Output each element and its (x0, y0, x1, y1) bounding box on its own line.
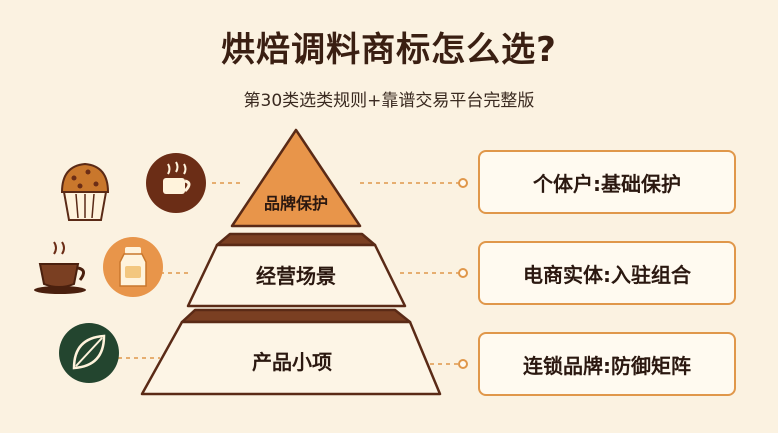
milk-bottle-icon (103, 237, 163, 297)
coffee-cup-icon (146, 153, 206, 213)
pyramid-level-3-label: 产品小项 (252, 350, 332, 374)
steaming-mug-icon (34, 241, 86, 294)
card-ecommerce: 电商实体:入驻组合 (478, 241, 736, 305)
pyramid-level-2 (186, 243, 407, 308)
pyramid-level-2-label: 经营场景 (256, 264, 336, 288)
pyramid-level-1-label: 品牌保护 (264, 194, 328, 213)
page-subtitle: 第30类选类规则+靠谱交易平台完整版 (243, 91, 535, 111)
page-title: 烘焙调料商标怎么选? (221, 30, 557, 70)
card-individual-text: 个体户:基础保护 (533, 171, 681, 196)
muffin-icon (60, 162, 110, 221)
card-chain-brand: 连锁品牌:防御矩阵 (478, 332, 736, 396)
card-chain-brand-text: 连锁品牌:防御矩阵 (523, 353, 691, 378)
pyramid-base-band (180, 308, 412, 324)
connector-dot-2 (458, 268, 468, 278)
connector-dot-1 (458, 178, 468, 188)
pyramid (140, 128, 442, 396)
card-individual: 个体户:基础保护 (478, 150, 736, 214)
pyramid-level-1 (230, 128, 362, 228)
card-ecommerce-text: 电商实体:入驻组合 (523, 262, 691, 287)
connector-dot-3 (458, 359, 468, 369)
pyramid-level-3 (140, 320, 442, 396)
pyramid-mid-band (215, 232, 377, 247)
leaf-icon (59, 323, 119, 383)
